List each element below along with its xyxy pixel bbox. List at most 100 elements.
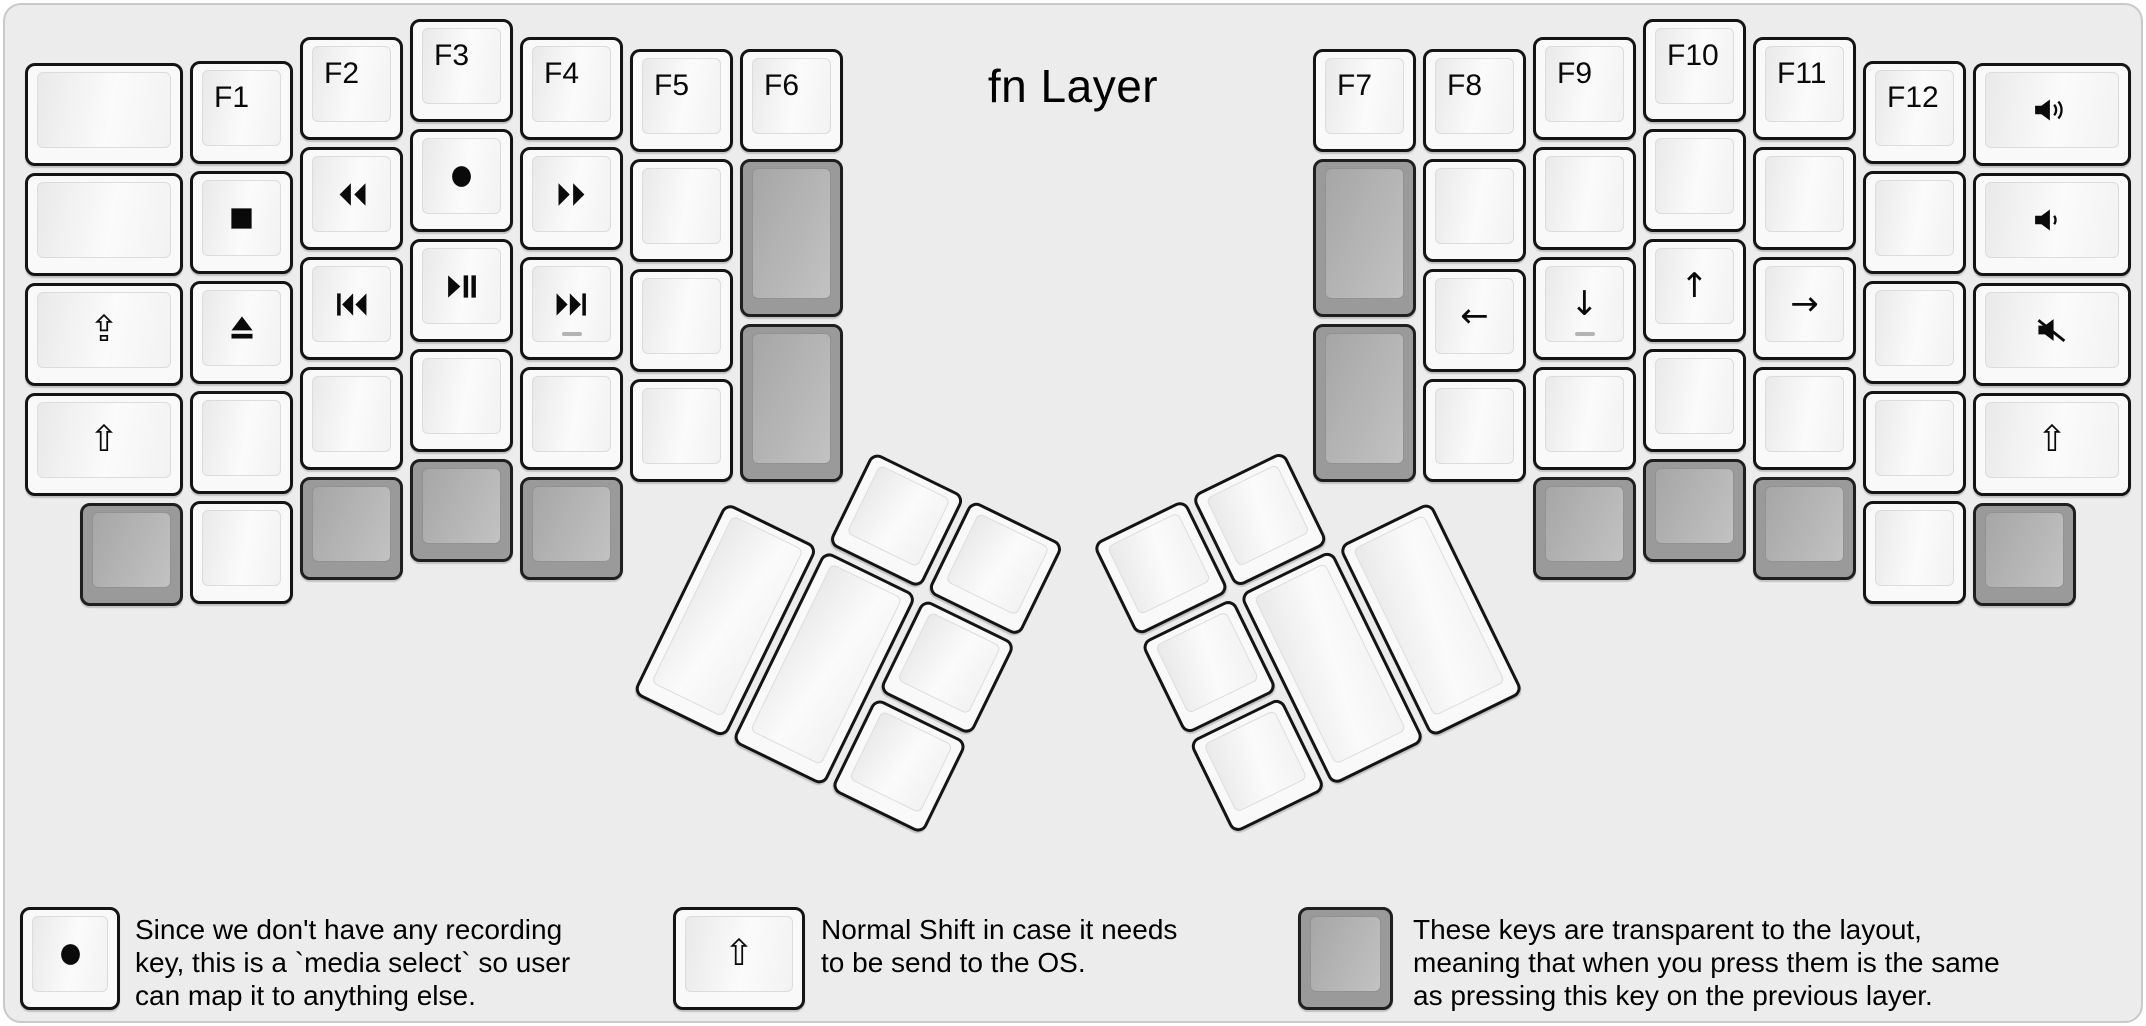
key-arrow-right[interactable]: → (1753, 257, 1856, 360)
key-blank[interactable] (630, 269, 733, 372)
key-transparent[interactable] (1313, 324, 1416, 482)
caps-lock-icon: ⇪ (88, 309, 120, 350)
key-arrow-up[interactable]: ↑ (1643, 239, 1746, 342)
key-blank[interactable] (630, 379, 733, 482)
key-blank[interactable] (1863, 171, 1966, 274)
arrow-left-icon: ← (1460, 296, 1489, 336)
key-blank[interactable] (410, 349, 513, 452)
key-next-track[interactable] (520, 257, 623, 360)
key-transparent[interactable] (80, 503, 183, 606)
keycap-top (1655, 358, 1734, 434)
key-blank[interactable] (25, 63, 183, 166)
key-f12[interactable]: F12 (1863, 61, 1966, 164)
keycap-top (312, 376, 391, 452)
arrow-down-icon: ↓ (1570, 284, 1599, 324)
keycap-top (1875, 180, 1954, 256)
key-blank[interactable] (1533, 147, 1636, 250)
key-eject[interactable] (190, 281, 293, 384)
keycap-top (945, 512, 1050, 616)
key-blank[interactable] (190, 391, 293, 494)
key-record[interactable] (410, 129, 513, 232)
keycap-top (1985, 182, 2119, 258)
key-volume-down[interactable] (1973, 173, 2131, 276)
key-caps-lock[interactable]: ⇪ (25, 283, 183, 386)
key-f1[interactable]: F1 (190, 61, 293, 164)
key-f10[interactable]: F10 (1643, 19, 1746, 122)
key-f11[interactable]: F11 (1753, 37, 1856, 140)
key-arrow-down[interactable]: ↓ (1533, 257, 1636, 360)
play-pause-icon (447, 273, 477, 300)
key-blank[interactable] (190, 501, 293, 604)
rewind-icon (337, 181, 367, 208)
keycap-top (92, 512, 171, 588)
keycap-top (312, 156, 391, 232)
keycap-top (202, 180, 281, 256)
key-transparent[interactable] (1313, 159, 1416, 317)
key-f3[interactable]: F3 (410, 19, 513, 122)
key-transparent[interactable] (740, 159, 843, 317)
key-transparent[interactable] (1973, 503, 2076, 606)
key-blank[interactable] (1423, 159, 1526, 262)
keycap-top: F1 (202, 70, 281, 146)
key-blank[interactable] (1423, 379, 1526, 482)
key-f8[interactable]: F8 (1423, 49, 1526, 152)
key-fast-forward[interactable] (520, 147, 623, 250)
keycap-top (532, 156, 611, 232)
keycap-top: ⇧ (685, 916, 793, 992)
keycap-top (1985, 292, 2119, 368)
key-blank[interactable] (1753, 367, 1856, 470)
key-shift[interactable]: ⇧ (1973, 393, 2131, 496)
next-track-icon (556, 291, 587, 318)
key-blank[interactable] (1863, 391, 1966, 494)
key-transparent[interactable] (1643, 459, 1746, 562)
key-blank[interactable] (1643, 129, 1746, 232)
arrow-up-icon: ↑ (1680, 266, 1709, 306)
volume-up-icon (2033, 97, 2071, 123)
key-f4[interactable]: F4 (520, 37, 623, 140)
keycap-top: F12 (1875, 70, 1954, 146)
key-transparent[interactable] (410, 459, 513, 562)
key-transparent[interactable] (520, 477, 623, 580)
key-arrow-left[interactable]: ← (1423, 269, 1526, 372)
key-label: F7 (1337, 69, 1373, 102)
legend-line: Normal Shift in case it needs (821, 914, 1178, 945)
key-blank[interactable] (630, 159, 733, 262)
keycap-top (897, 611, 1002, 715)
key-transparent[interactable] (740, 324, 843, 482)
key-transparent[interactable] (1753, 477, 1856, 580)
key-f5[interactable]: F5 (630, 49, 733, 152)
keycap-top (1310, 916, 1381, 992)
key-prev-track[interactable] (300, 257, 403, 360)
fast-forward-icon (557, 181, 587, 208)
keycap-top (32, 916, 108, 992)
key-volume-up[interactable] (1973, 63, 2131, 166)
keycap-top (752, 168, 831, 299)
key-rewind[interactable] (300, 147, 403, 250)
key-transparent[interactable] (300, 477, 403, 580)
legend-line: to be send to the OS. (821, 947, 1086, 978)
key-shift[interactable]: ⇧ (25, 393, 183, 496)
key-blank[interactable] (1533, 367, 1636, 470)
key-f6[interactable]: F6 (740, 49, 843, 152)
key-blank[interactable] (300, 367, 403, 470)
key-f9[interactable]: F9 (1533, 37, 1636, 140)
keycap-top: F2 (312, 46, 391, 122)
key-transparent[interactable] (1533, 477, 1636, 580)
key-f2[interactable]: F2 (300, 37, 403, 140)
key-blank[interactable] (1863, 281, 1966, 384)
keycap-top (1765, 376, 1844, 452)
key-blank[interactable] (520, 367, 623, 470)
key-play-pause[interactable] (410, 239, 513, 342)
legend-key-transparent-sample (1298, 907, 1393, 1010)
key-f7[interactable]: F7 (1313, 49, 1416, 152)
key-stop[interactable] (190, 171, 293, 274)
keycap-top (1545, 156, 1624, 232)
keycap-top (1765, 486, 1844, 562)
keycap-top (1205, 463, 1310, 567)
key-blank[interactable] (25, 173, 183, 276)
key-volume-mute[interactable] (1973, 283, 2131, 386)
key-blank[interactable] (1863, 501, 1966, 604)
key-blank[interactable] (1643, 349, 1746, 452)
key-blank[interactable] (1753, 147, 1856, 250)
keycap-top (846, 464, 951, 568)
